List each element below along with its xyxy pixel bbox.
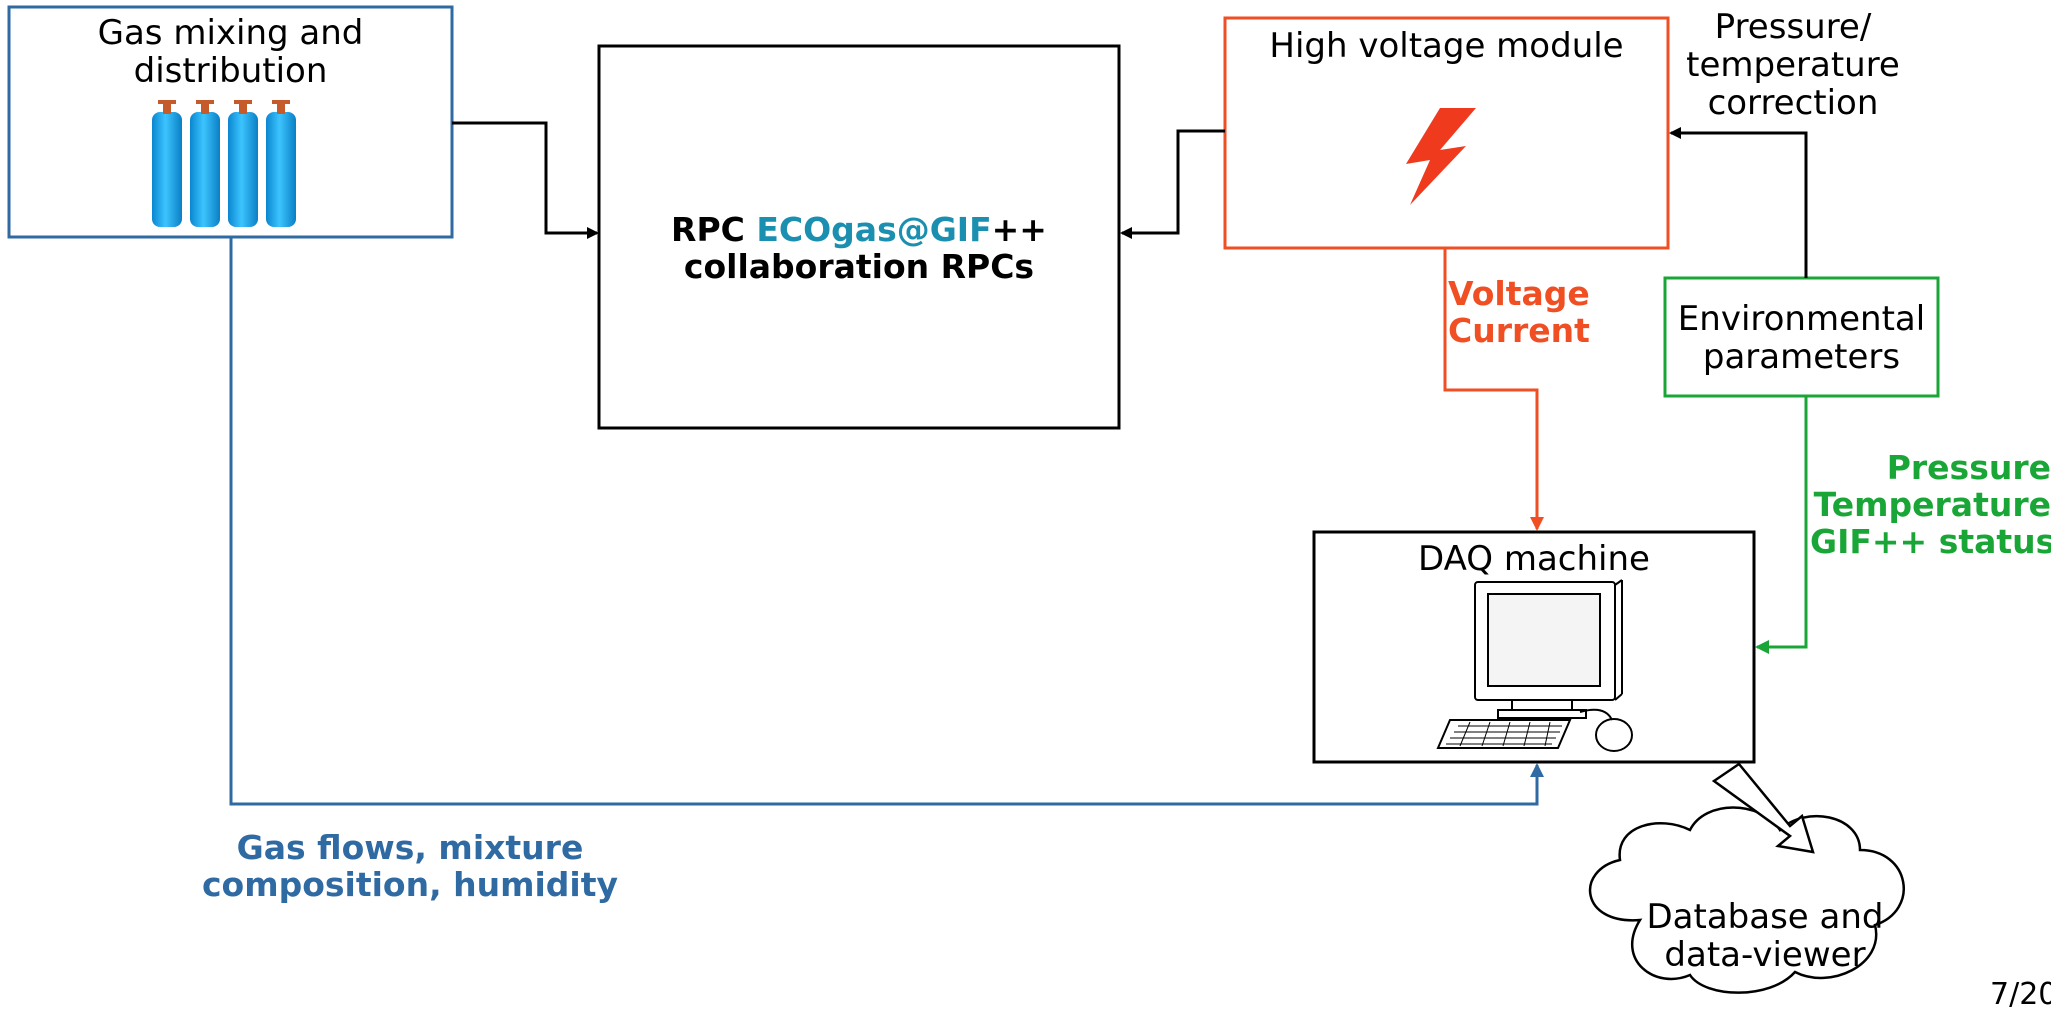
daq-to-cloud-arrow [1711,762,1815,854]
computer-icon [1436,579,1633,752]
hv-to-daq-line [1443,248,1544,531]
env-signal-pressure: Pressure [1886,448,2051,487]
pt-correction-line2: temperature [1686,45,1900,86]
hv-signals-label: Voltage Current [1448,274,1598,350]
gas-cylinders-icon [152,100,296,227]
page-number: 7/20 [1990,977,2051,1012]
rpc-ecogas-highlight: ECOgas@GIF [756,210,992,249]
env-to-daq-line [1755,396,1808,654]
daq-box-title: DAQ machine [1418,539,1650,579]
rpc-prefix: RPC [671,210,757,249]
rpc-box-line1: RPC ECOgas@GIF++ [599,210,1119,249]
gas-signals-label: Gas flows, mixture composition, humidity [190,828,630,904]
rpc-suffix: ++ [991,210,1047,249]
hv-box-title: High voltage module [1269,26,1624,66]
pt-correction-line3: correction [1707,83,1879,124]
database-cloud-label: Database and data-viewer [1640,898,1890,974]
gas-box-line1: Gas mixing and [97,13,364,53]
database-cloud-shape [1588,806,1905,994]
pt-correction-line1: Pressure/ [1714,7,1872,47]
env-signals-label: Pressure Temperature GIF++ status [1810,448,2051,561]
pt-correction-label: Pressure/ temperature correction [1668,8,1918,122]
gas-to-daq-line [229,237,1544,806]
hv-signal-current: Current [1448,310,1590,350]
rpc-box [597,44,1121,430]
env-box-label: Environmental parameters [1665,300,1938,376]
hv-signal-voltage: Voltage [1448,274,1590,313]
rpc-box-label: RPC ECOgas@GIF++ collaboration RPCs [599,210,1119,286]
gas-signals-line1: Gas flows, mixture [236,828,584,867]
env-box-line2: parameters [1702,337,1901,378]
gas-to-rpc-line [452,121,599,239]
env-signal-gif-status: GIF++ status [1810,521,2051,561]
rpc-box-line2: collaboration RPCs [683,246,1035,286]
lightning-icon [1406,108,1476,205]
database-cloud-line2: data-viewer [1664,935,1866,976]
gas-box-line2: distribution [133,51,328,92]
gas-signals-line2: composition, humidity [201,864,619,904]
database-cloud-line1: Database and [1646,897,1884,937]
env-to-hv-line [1669,127,1808,278]
env-signal-temperature: Temperature [1813,484,2051,524]
env-box-line1: Environmental [1677,299,1926,339]
hv-to-rpc-line [1120,129,1225,239]
gas-box-label: Gas mixing and distribution [9,14,452,90]
env-box [1663,276,1940,398]
